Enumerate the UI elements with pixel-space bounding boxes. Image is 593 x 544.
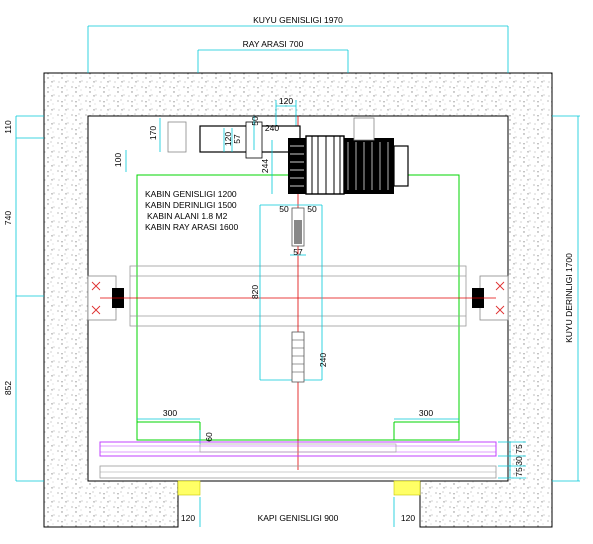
dim-120-door-right: 120: [401, 513, 415, 523]
dim-852-left: 852: [3, 381, 13, 395]
dim-120-top: 120: [279, 96, 293, 106]
dim-30: 30: [514, 456, 524, 466]
shaft-depth-label: KUYU DERINLIGI 1700: [564, 253, 574, 343]
cabin-notes: KABIN GENISLIGI 1200 KABIN DERINLIGI 150…: [145, 189, 239, 232]
dim-57-top: 57: [232, 134, 242, 144]
door-width-label: KAPI GENISLIGI 900: [258, 513, 339, 523]
machine-dimensions: [125, 116, 323, 381]
cabin-note-depth: KABIN DERINLIGI 1500: [145, 200, 237, 210]
shaft-width-label: KUYU GENISLIGI 1970: [253, 15, 343, 25]
dim-60: 60: [204, 432, 214, 442]
dim-244: 244: [260, 159, 270, 173]
dim-170: 170: [148, 126, 158, 140]
dim-240-top: 240: [265, 123, 279, 133]
traction-machine: [167, 117, 409, 195]
dim-50-b: 50: [307, 204, 317, 214]
dim-75: 75: [514, 444, 524, 454]
dim-300-right: 300: [419, 408, 433, 418]
dim-820: 820: [250, 285, 260, 299]
left-dimensions: [15, 115, 44, 482]
dim-100: 100: [113, 153, 123, 167]
dim-110-left: 110: [3, 120, 13, 134]
cabin-note-width: KABIN GENISLIGI 1200: [145, 189, 237, 199]
dim-300-left: 300: [163, 408, 177, 418]
door-sills: [99, 441, 497, 496]
dim-75-b: 75: [514, 467, 524, 477]
dim-120-door-left: 120: [181, 513, 195, 523]
right-dimensions: [552, 115, 580, 482]
rail-spacing-label: RAY ARASI 700: [243, 39, 304, 49]
dim-57-bottom: 57: [293, 247, 303, 257]
dim-50: 50: [250, 116, 260, 126]
dim-240-side: 240: [318, 353, 328, 367]
dim-50-a: 50: [279, 204, 289, 214]
door-side-dimensions: [199, 441, 526, 527]
cabin-note-area: KABIN ALANI 1.8 M2: [147, 211, 228, 221]
cabin-note-rail: KABIN RAY ARASI 1600: [145, 222, 239, 232]
dim-120-vertical: 120: [223, 132, 233, 146]
counterweight-blocks: [291, 207, 305, 383]
dim-740-left: 740: [3, 211, 13, 225]
